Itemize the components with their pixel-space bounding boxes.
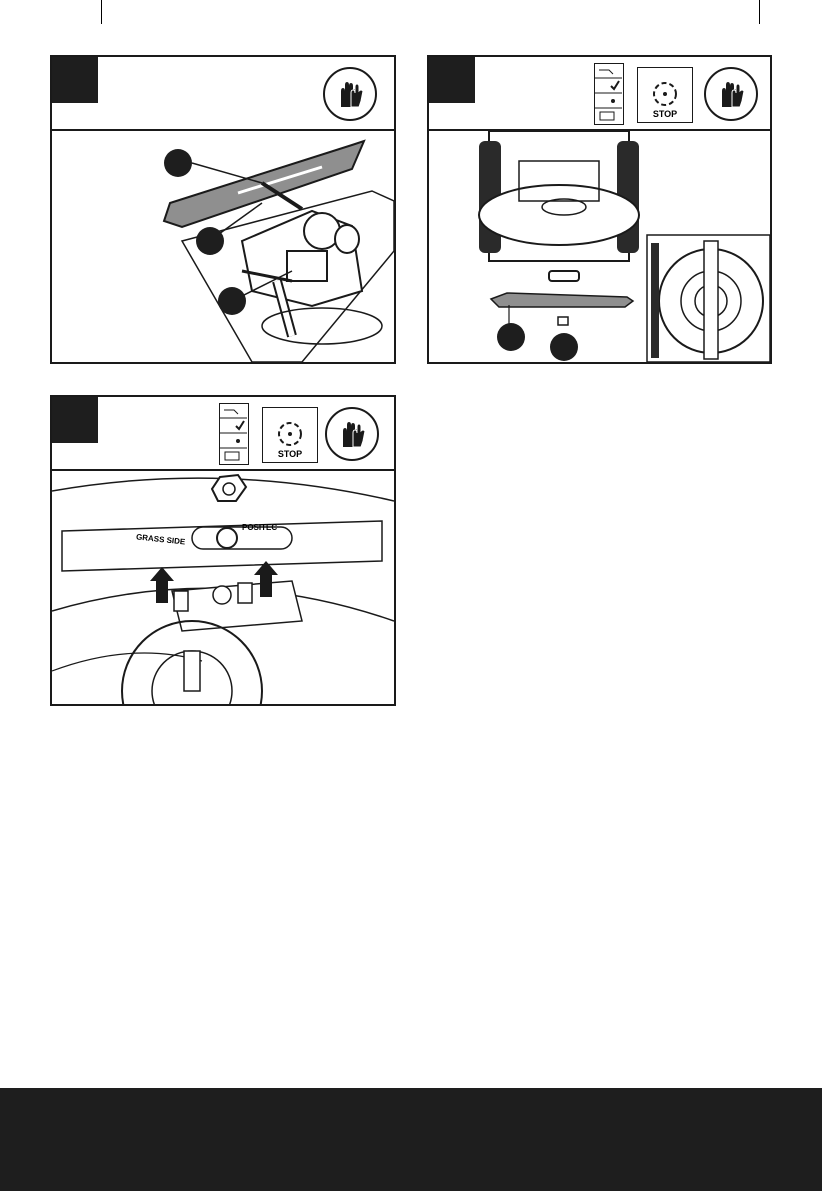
gloves-icon	[704, 67, 758, 121]
gloves-icon	[325, 407, 379, 461]
panel-header: STOP	[429, 57, 770, 131]
footer-band	[0, 1088, 822, 1191]
stop-label: STOP	[278, 449, 302, 459]
step-number-tab	[52, 397, 98, 443]
figure-panel-remove-blade: STOP	[427, 55, 772, 364]
blade-in-vice-illustration	[52, 131, 394, 362]
stop-icon: STOP	[262, 407, 318, 463]
blade-stop-symbol	[650, 79, 680, 109]
manual-icon	[594, 63, 624, 125]
inset-view	[647, 235, 770, 362]
mower-blade	[491, 293, 633, 307]
callout-marker	[550, 333, 578, 361]
manual-icon	[219, 403, 249, 465]
panel-illustration: GRASS SIDE POSITEC	[52, 471, 394, 704]
blade-fitting-illustration	[52, 471, 394, 704]
mower-underside-illustration	[429, 131, 770, 362]
panel-header: STOP	[52, 397, 394, 471]
figure-panel-fit-blade: STOP	[50, 395, 396, 706]
step-number-tab	[429, 57, 475, 103]
callout-marker	[164, 149, 192, 177]
step-number-tab	[52, 57, 98, 103]
crop-mark-left	[101, 0, 102, 24]
panel-illustration	[52, 131, 394, 362]
panel-header	[52, 57, 394, 131]
panel-illustration	[429, 131, 770, 362]
crop-mark-right	[759, 0, 760, 24]
blade-label-brand: POSITEC	[242, 523, 277, 532]
callout-marker	[497, 323, 525, 351]
callout-marker	[196, 227, 224, 255]
blade-stop-symbol	[275, 419, 305, 449]
figure-panel-sharpen-blade	[50, 55, 396, 364]
stop-icon: STOP	[637, 67, 693, 123]
gloves-icon	[323, 67, 377, 121]
stop-label: STOP	[653, 109, 677, 119]
callout-marker	[218, 287, 246, 315]
